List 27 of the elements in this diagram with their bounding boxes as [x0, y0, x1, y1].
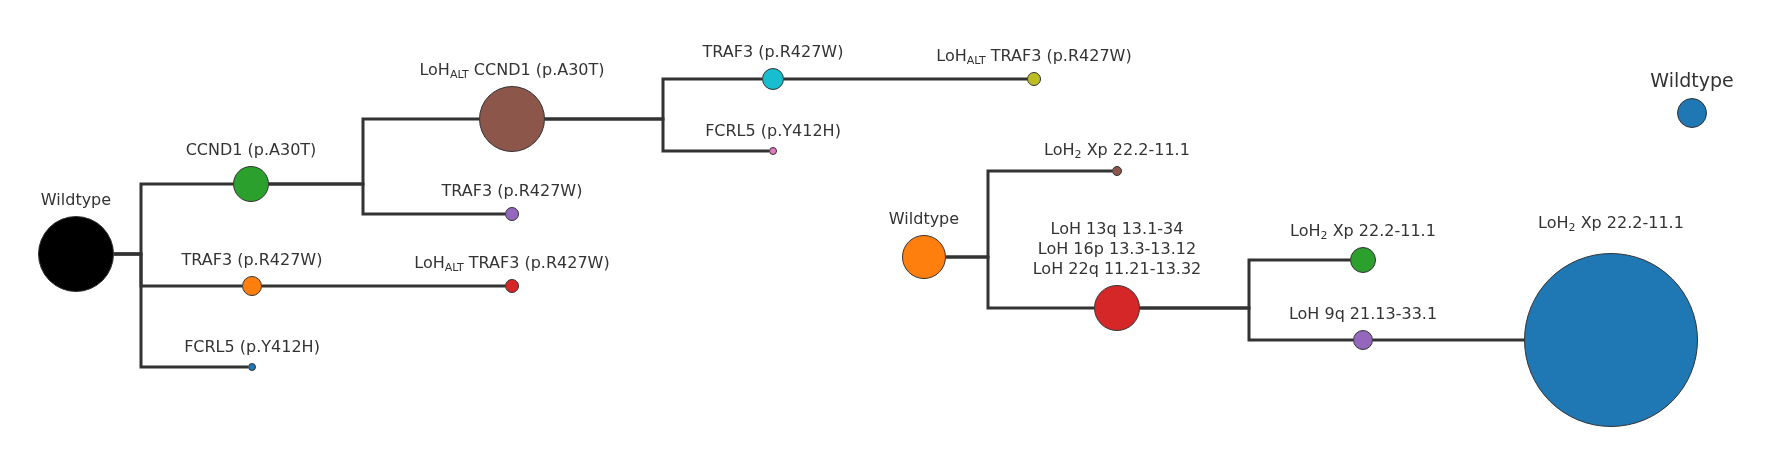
branch-line: [1373, 338, 1524, 342]
branch-line: [262, 284, 505, 288]
node-label: FCRL5 (p.Y412H): [705, 121, 841, 141]
node-label: LoH$_{2}$ Xp 22.2-11.1: [1290, 221, 1436, 241]
node-label: LoH$_{ALT}$ TRAF3 (p.R427W): [936, 46, 1132, 66]
node-label: TRAF3 (p.R427W): [181, 250, 323, 270]
node-label: LoH 16p 13.3-13.12: [1037, 239, 1197, 259]
branch-line: [114, 252, 248, 369]
node-label: Wildtype: [40, 190, 112, 210]
node-label: CCND1 (p.A30T): [185, 140, 317, 160]
node-label: Wildtype: [1650, 69, 1734, 92]
branch-line: [946, 255, 1094, 310]
branch-line: [545, 117, 769, 153]
node-label: LoH$_{ALT}$ TRAF3 (p.R427W): [414, 253, 610, 273]
node-label: LoH$_{2}$ Xp 22.2-11.1: [1538, 213, 1684, 233]
branch-line: [784, 77, 1027, 81]
node-label: LoH$_{ALT}$ CCND1 (p.A30T): [419, 60, 605, 80]
branch-line: [269, 182, 505, 216]
node-label: TRAF3 (p.R427W): [702, 42, 844, 62]
node-label: FCRL5 (p.Y412H): [184, 337, 320, 357]
node-label: LoH 13q 13.1-34: [1050, 219, 1184, 239]
node-label: LoH 9q 21.13-33.1: [1288, 304, 1438, 324]
node-label: Wildtype: [888, 209, 960, 229]
node-label: LoH$_{2}$ Xp 22.2-11.1: [1044, 140, 1190, 160]
node-label: TRAF3 (p.R427W): [441, 181, 583, 201]
branch-line: [1140, 306, 1353, 342]
node-label: LoH 22q 11.21-13.32: [1032, 259, 1202, 279]
